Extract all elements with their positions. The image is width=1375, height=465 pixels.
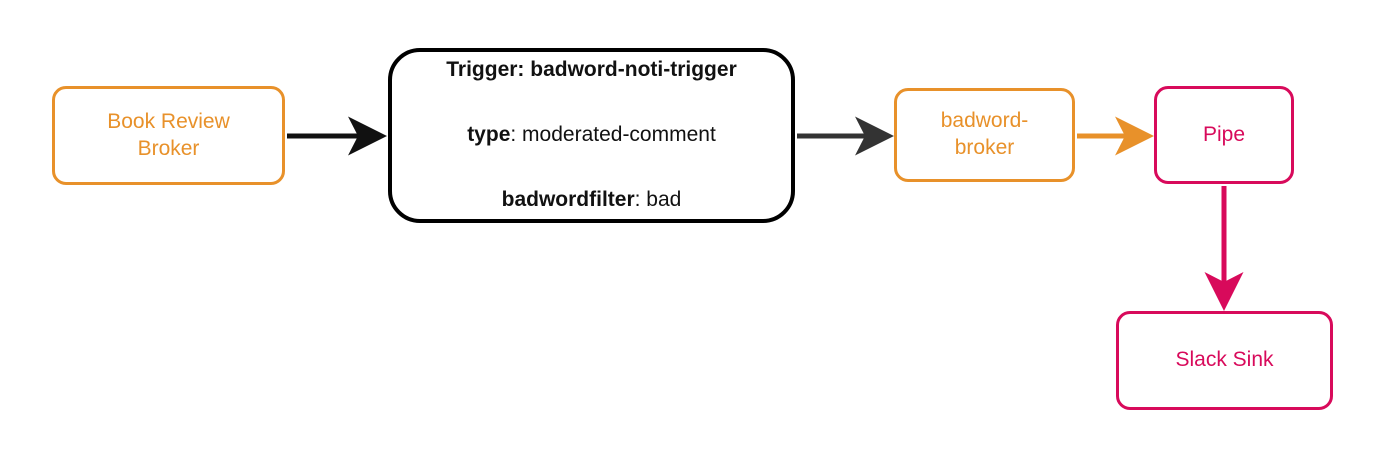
node-pipe-label: Pipe <box>1202 122 1246 146</box>
node-book-review-broker[interactable]: Book Review Broker <box>52 86 285 185</box>
trigger-line-3: badwordfilter: bad <box>446 184 737 217</box>
node-badword-broker-label: badword- broker <box>940 109 1029 159</box>
node-badword-broker[interactable]: badword- broker <box>894 88 1075 182</box>
trigger-line-2-value: : moderated-comment <box>510 123 716 147</box>
node-trigger-label: Trigger: badword-noti-trigger type: mode… <box>446 22 737 250</box>
node-slack-sink[interactable]: Slack Sink <box>1116 311 1333 410</box>
trigger-line-1-value: badword-noti-trigger <box>530 58 737 82</box>
trigger-line-1: Trigger: badword-noti-trigger <box>446 54 737 87</box>
trigger-line-2: type: moderated-comment <box>446 119 737 152</box>
trigger-line-3-key: badwordfilter <box>501 188 635 212</box>
trigger-line-2-key: type <box>467 123 511 147</box>
node-pipe[interactable]: Pipe <box>1154 86 1294 184</box>
node-slack-sink-label: Slack Sink <box>1175 348 1274 372</box>
node-trigger[interactable]: Trigger: badword-noti-trigger type: mode… <box>388 48 795 223</box>
trigger-line-3-value: : bad <box>634 188 682 212</box>
node-book-review-broker-label: Book Review Broker <box>107 109 230 160</box>
trigger-line-1-key: Trigger: <box>446 58 525 82</box>
